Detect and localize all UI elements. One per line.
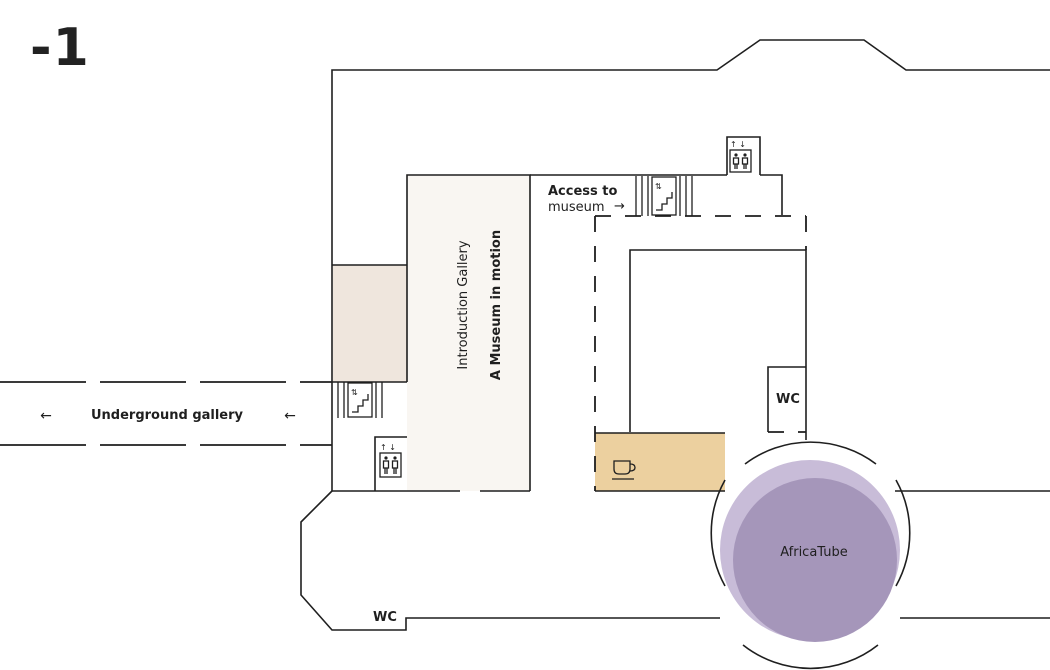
lift-upper-enclosure <box>726 136 761 175</box>
africa-tube[interactable] <box>710 441 911 670</box>
arrow-right-icon: → <box>614 199 625 214</box>
cafe-area[interactable] <box>595 433 725 491</box>
wc-label-lower[interactable]: WC <box>373 610 397 625</box>
stair-arrows-upper: ⇅ <box>655 182 662 191</box>
access-museum-label: museum <box>548 200 605 215</box>
lift-icon[interactable] <box>729 149 752 173</box>
arrow-left-icon: ← <box>284 408 296 424</box>
arrow-left-icon: ← <box>40 408 52 424</box>
lift-arrows-upper: ↑ ↓ <box>730 140 746 149</box>
inner-hall-wall <box>629 249 807 440</box>
access-to-museum-label[interactable]: Access to <box>548 184 618 199</box>
africa-tube-label: AfricaTube <box>780 545 848 560</box>
stairs-icon <box>337 382 383 418</box>
outer-wall-top <box>331 39 1050 491</box>
stairs-icon <box>635 176 693 216</box>
introduction-gallery-area[interactable] <box>407 175 530 491</box>
lift-arrows-lower: ↑ ↓ <box>380 443 396 452</box>
lift-lower-enclosure <box>374 436 407 491</box>
wc-label-upper[interactable]: WC <box>776 392 800 407</box>
lift-icon[interactable] <box>379 452 402 478</box>
museum-in-motion-label: A Museum in motion <box>489 230 504 380</box>
annex-area <box>333 265 407 382</box>
stair-arrows-lower: ⇅ <box>351 388 358 397</box>
gallery-wall <box>406 174 531 491</box>
upper-corridor-right <box>760 174 783 215</box>
underground-gallery-label[interactable]: Underground gallery <box>91 408 244 423</box>
coffee-cup-icon[interactable] <box>612 460 636 480</box>
introduction-gallery-label[interactable]: Introduction Gallery <box>456 240 471 369</box>
wc-upper-wall <box>767 366 806 432</box>
floor-label: -1 <box>30 18 90 78</box>
outer-wall-bottom-left <box>300 490 720 631</box>
